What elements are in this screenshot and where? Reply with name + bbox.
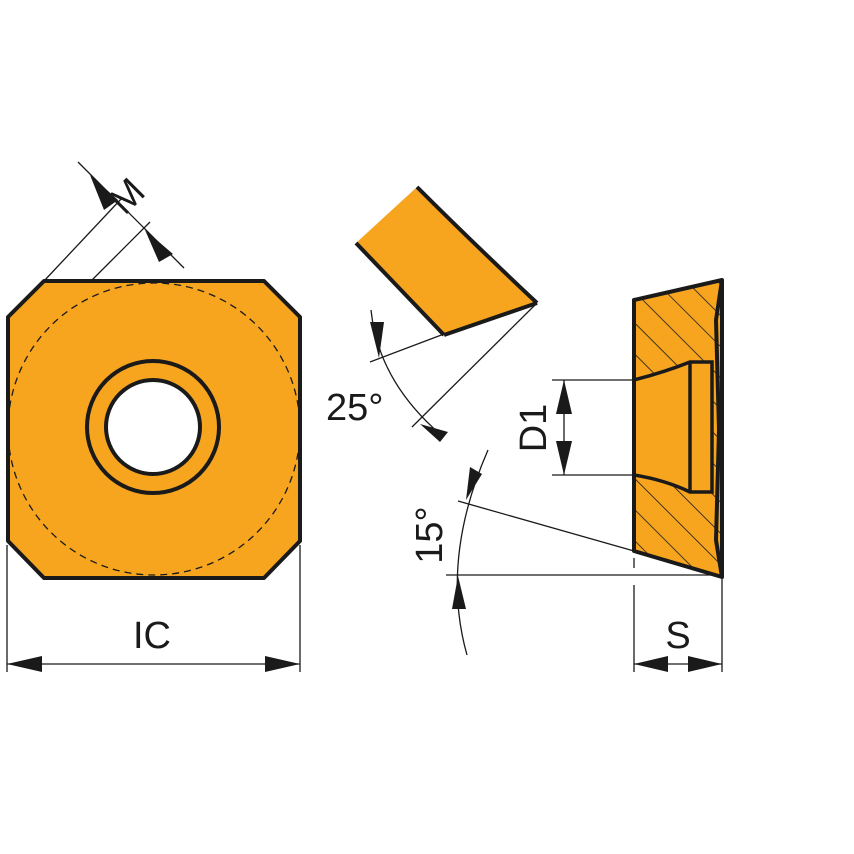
edge-segment	[356, 187, 537, 335]
d1-label: D1	[513, 404, 555, 453]
top-view: M IC	[6, 161, 302, 672]
m-extension-line-1	[43, 197, 123, 282]
s-arrow-left-icon	[634, 656, 668, 672]
m-label: M	[101, 170, 153, 222]
ic-arrow-left-icon	[7, 656, 42, 672]
angle-15-arrow-bottom-icon	[452, 576, 466, 609]
section-view: D1 15° S	[409, 278, 724, 672]
ic-arrow-right-icon	[265, 656, 300, 672]
d1-arrow-top-icon	[556, 380, 572, 414]
inscribed-circle	[7, 282, 301, 576]
edge-angle-view: 25°	[326, 185, 539, 442]
m-arrow-top-icon	[90, 175, 118, 210]
d1-arrow-bottom-icon	[556, 441, 572, 475]
m-arrow-bottom-icon	[145, 230, 173, 262]
ic-label: IC	[133, 615, 171, 657]
angle-25-arrow-bottom-icon	[420, 424, 448, 442]
angle-15-label: 15°	[409, 506, 451, 563]
section-hole	[632, 360, 714, 494]
angle-25-line-2	[411, 302, 538, 428]
center-hole	[104, 378, 202, 476]
s-label: S	[665, 615, 690, 657]
angle-15-arrow-top-icon	[466, 467, 482, 500]
angle-25-arrow-top-icon	[370, 322, 384, 358]
angle-25-label: 25°	[326, 387, 383, 429]
angle-15-line-1	[457, 500, 635, 552]
s-arrow-right-icon	[688, 656, 722, 672]
